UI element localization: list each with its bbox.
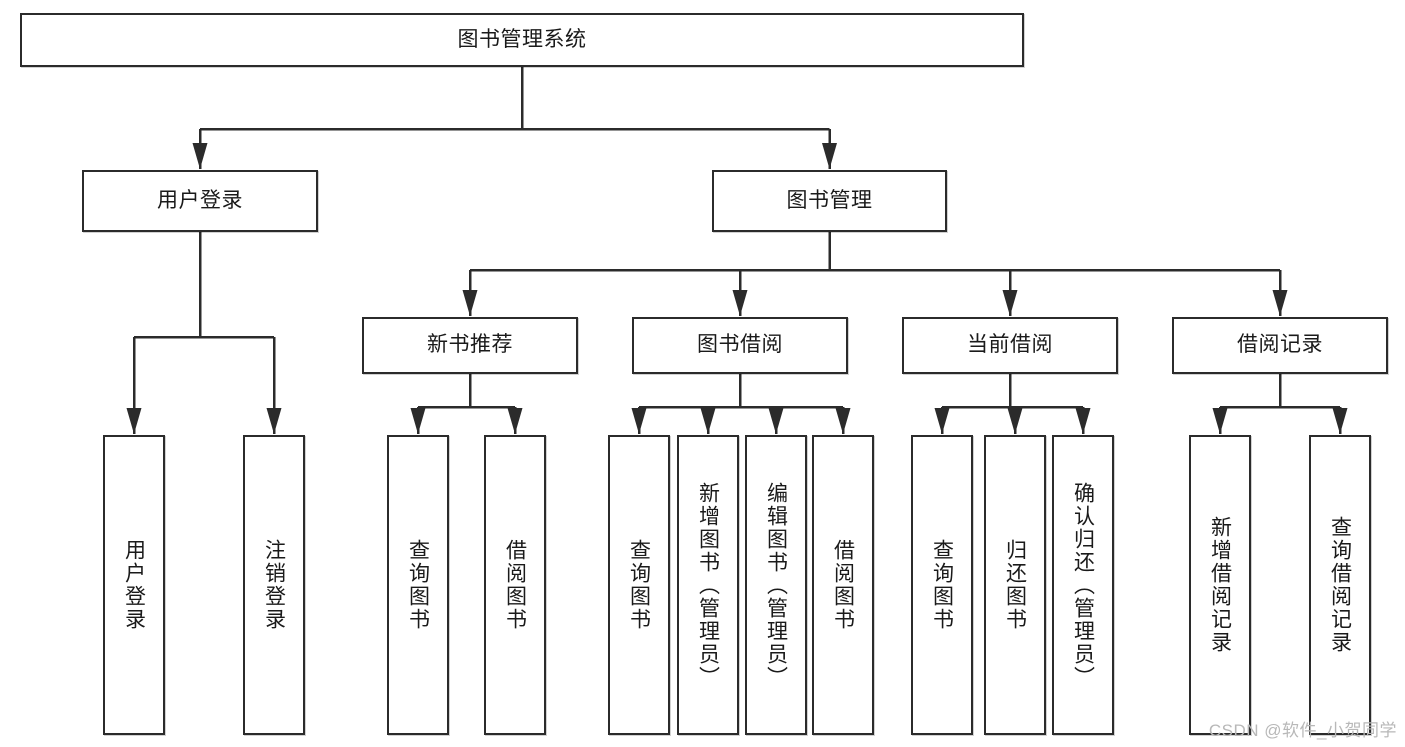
- node-label: 用户登录: [122, 539, 146, 631]
- node-leaf-cu-query[interactable]: 查询图书: [911, 435, 973, 735]
- node-label: 新增图书（管理员）: [696, 481, 720, 689]
- node-bookmgmt[interactable]: 图书管理: [712, 170, 947, 232]
- node-label: 查询图书: [406, 539, 430, 631]
- node-label: 新增借阅记录: [1208, 516, 1232, 654]
- node-leaf-login[interactable]: 用户登录: [103, 435, 165, 735]
- node-label: 新书推荐: [427, 333, 513, 357]
- node-leaf-nb-query[interactable]: 查询图书: [387, 435, 449, 735]
- node-leaf-br-query[interactable]: 查询图书: [608, 435, 670, 735]
- node-newbook[interactable]: 新书推荐: [362, 317, 578, 374]
- node-label: 图书管理系统: [457, 27, 587, 51]
- node-label: 图书借阅: [697, 333, 783, 357]
- node-label: 图书管理: [786, 188, 873, 212]
- node-label: 查询借阅记录: [1328, 516, 1352, 654]
- node-label: 确认归还（管理员）: [1071, 481, 1095, 689]
- node-label: 注销登录: [262, 539, 286, 631]
- node-login[interactable]: 用户登录: [82, 170, 318, 232]
- watermark: CSDN @软件_小贺同学: [1208, 721, 1397, 740]
- node-label: 查询图书: [930, 539, 954, 631]
- node-label: 归还图书: [1003, 539, 1027, 631]
- node-label: 用户登录: [157, 188, 243, 212]
- node-leaf-nb-borrow[interactable]: 借阅图书: [484, 435, 546, 735]
- node-label: 借阅图书: [503, 539, 527, 631]
- node-leaf-cu-return[interactable]: 归还图书: [984, 435, 1046, 735]
- node-current[interactable]: 当前借阅: [902, 317, 1118, 374]
- node-label: 编辑图书（管理员）: [764, 481, 788, 689]
- node-borrow[interactable]: 图书借阅: [632, 317, 848, 374]
- node-leaf-br-add[interactable]: 新增图书（管理员）: [677, 435, 739, 735]
- node-leaf-br-edit[interactable]: 编辑图书（管理员）: [745, 435, 807, 735]
- node-leaf-rc-add[interactable]: 新增借阅记录: [1189, 435, 1251, 735]
- node-label: 当前借阅: [967, 333, 1053, 357]
- node-label: 查询图书: [627, 539, 651, 631]
- node-leaf-logout[interactable]: 注销登录: [243, 435, 305, 735]
- node-leaf-br-lend[interactable]: 借阅图书: [812, 435, 874, 735]
- node-records[interactable]: 借阅记录: [1172, 317, 1388, 374]
- node-root[interactable]: 图书管理系统: [20, 13, 1024, 67]
- node-leaf-cu-confirm[interactable]: 确认归还（管理员）: [1052, 435, 1114, 735]
- node-leaf-rc-query[interactable]: 查询借阅记录: [1309, 435, 1371, 735]
- node-label: 借阅图书: [831, 539, 855, 631]
- node-label: 借阅记录: [1237, 333, 1323, 357]
